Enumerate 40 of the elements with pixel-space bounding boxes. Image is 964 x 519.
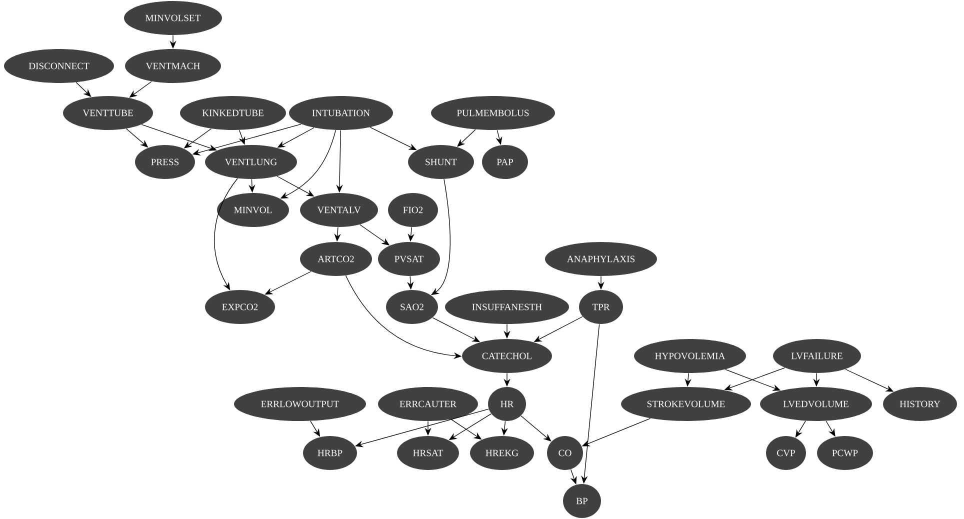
ellipse-node: VENTTUBE	[63, 96, 153, 130]
ellipse-node: INTUBATION	[289, 96, 393, 130]
ellipse-node: HYPOVOLEMIA	[634, 339, 746, 373]
ellipse-node: CATECHOL	[462, 339, 552, 373]
ellipse-node: PVSAT	[378, 242, 440, 276]
ellipse-node: HREKG	[470, 436, 534, 470]
arrow	[457, 129, 476, 147]
ellipse-node: STROKEVOLUME	[621, 387, 751, 421]
ellipse-node: ERRLOWOUTPUT	[234, 387, 366, 421]
ellipse-node: PAP	[482, 145, 528, 179]
ellipse-node: PULMEMBOLUS	[431, 96, 555, 130]
ellipse-node: HR	[488, 387, 526, 421]
ellipse-node: HRSAT	[397, 436, 459, 470]
ellipse-node: BP	[563, 484, 601, 518]
ellipse-node: CO	[547, 436, 583, 470]
ellipse-node: CVP	[766, 436, 806, 470]
ellipse-node: HRBP	[303, 436, 357, 470]
ellipse-node: PCWP	[817, 436, 873, 470]
ellipse-node: PRESS	[135, 145, 195, 179]
arrow	[520, 416, 552, 442]
ellipse-node: FIO2	[388, 193, 438, 227]
ellipse-node: KINKEDTUBE	[180, 96, 286, 130]
ellipse-node: ARTCO2	[300, 242, 372, 276]
arrow	[214, 178, 238, 290]
ellipse-node: LVEDVOLUME	[760, 387, 872, 421]
ellipse-node: MINVOLSET	[124, 1, 222, 35]
ellipse-node: ANAPHYLAXIS	[545, 242, 657, 276]
ellipse-node: MINVOL	[217, 193, 289, 227]
ellipse-node: SHUNT	[408, 145, 474, 179]
ellipse-node: TPR	[579, 290, 623, 324]
ellipse-node: LVFAILURE	[773, 339, 861, 373]
ellipse-node: INSUFFANESTH	[445, 290, 569, 324]
ellipse-node: VENTALV	[300, 193, 378, 227]
ellipse-node: SAO2	[386, 290, 438, 324]
ellipse-node: VENTLUNG	[205, 145, 297, 179]
ellipse-node: DISCONNECT	[4, 49, 114, 83]
ellipse-node: ERRCAUTER	[378, 387, 478, 421]
ellipse-node: VENTMACH	[125, 49, 221, 83]
ellipse-node: EXPCO2	[205, 290, 275, 324]
ellipse-node: HISTORY	[883, 387, 957, 421]
